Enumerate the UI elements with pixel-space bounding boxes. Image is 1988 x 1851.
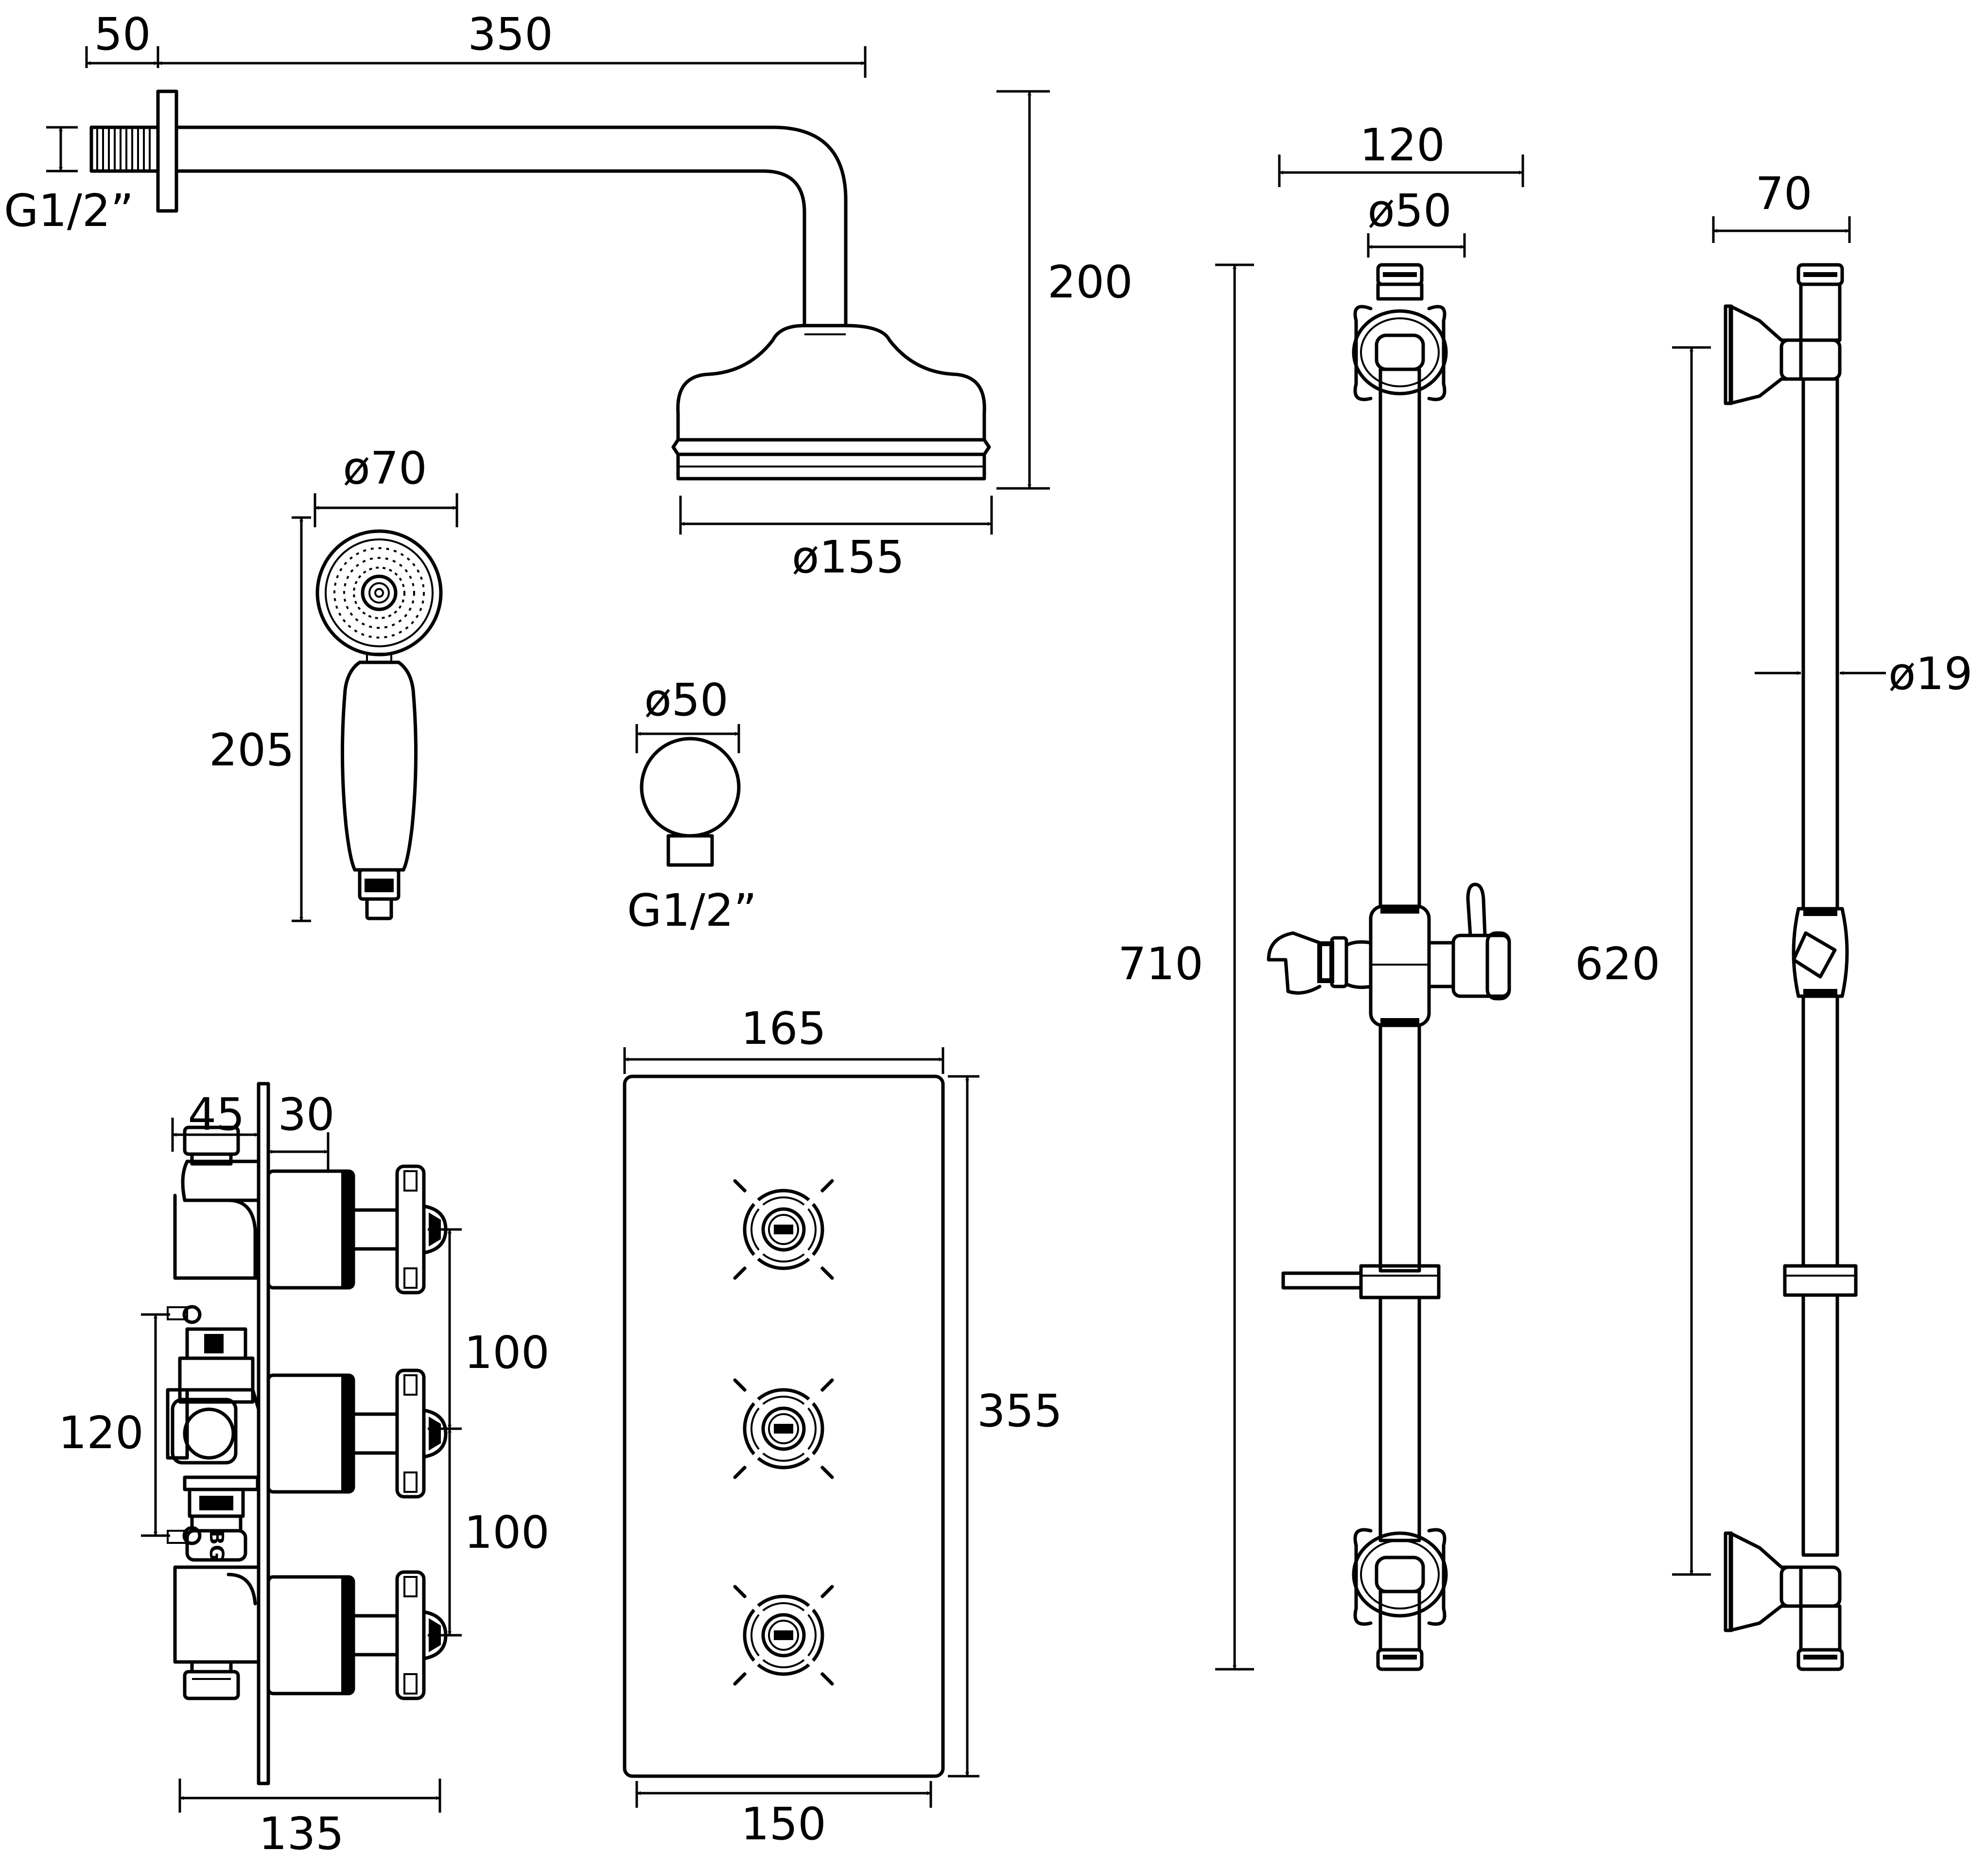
dim-handset-length: 205 [209,724,295,776]
dim-handle-depth: 30 [278,1089,334,1141]
dim-projection: 70 [1755,168,1812,220]
dim-plate-width: 165 [741,1003,826,1055]
riser-rail-side: 70 ø19 620 [1575,168,1972,1671]
dim-arm-length: 350 [468,8,553,60]
dim-body-depth: 45 [188,1089,244,1141]
dim-bracket-width: 120 [1360,119,1445,171]
dim-wall-thread: 50 [94,8,151,60]
shower-head [676,324,986,442]
dim-thread-size: G1/2” [4,185,134,237]
shower-arm [174,125,848,328]
dim-inner-width: 150 [741,1798,826,1850]
valve-body-marking: BG [205,1530,227,1560]
valve-plate-front: 165 355 150 [623,1003,1063,1850]
handset: ø70 205 [209,442,458,922]
dim-handset-diameter: ø70 [343,442,427,494]
shower-head-assembly: 50 350 G1/2” 200 ø155 [4,8,1133,583]
wall-flange [156,89,178,213]
dim-drop: 200 [1047,256,1133,308]
dim-handle-spacing-lower: 100 [464,1506,550,1558]
dim-bracket-centres: 620 [1575,938,1660,990]
dim-plate-height: 355 [977,1385,1063,1437]
dim-head-diameter: ø155 [792,531,905,583]
riser-rail-front: 120 ø50 710 [1118,119,1524,1671]
thread-connector [89,125,160,173]
dim-handle-spacing-upper: 100 [464,1327,550,1379]
dim-overall-height: 710 [1118,938,1203,990]
dim-outlet-thread: G1/2” [627,884,757,936]
valve-side-view: BG 45 30 120 100 100 135 [58,1082,550,1851]
dim-outlet-centres: 120 [58,1407,144,1459]
wall-outlet: ø50 G1/2” [627,674,757,936]
dim-tube-diameter: ø19 [1888,648,1972,700]
dim-bracket-diameter: ø50 [1367,185,1451,237]
thread-hatch [96,127,151,171]
dim-outlet-diameter: ø50 [644,674,728,726]
dim-overall-depth: 135 [259,1808,344,1851]
